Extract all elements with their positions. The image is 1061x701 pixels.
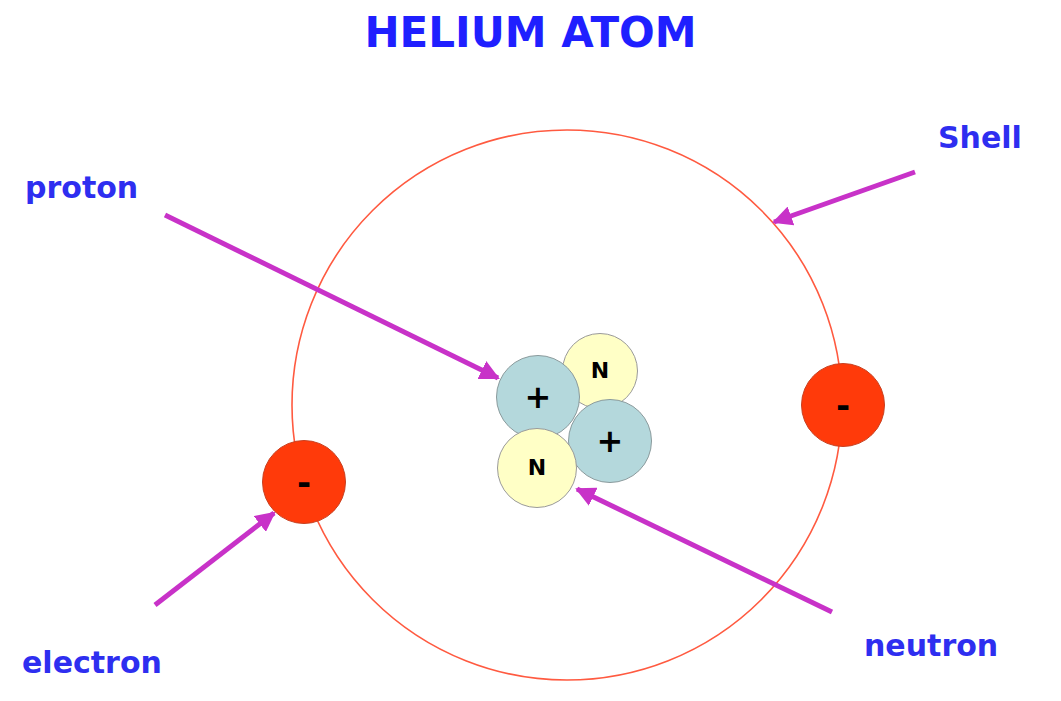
particle-sign: N	[528, 457, 546, 479]
part-label: neutron	[864, 628, 998, 663]
electron-circle: -	[801, 363, 885, 447]
particle-sign: N	[591, 360, 609, 382]
particle-sign: +	[525, 381, 552, 413]
electron-shell	[292, 130, 842, 680]
particle-sign: -	[836, 388, 850, 422]
leader-arrow	[155, 513, 274, 605]
proton-circle: +	[568, 399, 652, 483]
particle-sign: -	[297, 465, 311, 499]
part-label: proton	[25, 170, 138, 205]
leader-arrow	[165, 215, 498, 378]
leader-arrow	[774, 172, 915, 222]
neutron-circle: N	[497, 428, 577, 508]
part-label: Shell	[938, 120, 1022, 155]
leader-arrow	[577, 489, 832, 612]
diagram-title: HELIUM ATOM	[0, 8, 1061, 57]
proton-circle: +	[496, 355, 580, 439]
electron-circle: -	[262, 440, 346, 524]
particle-sign: +	[597, 425, 624, 457]
part-label: electron	[22, 645, 162, 680]
